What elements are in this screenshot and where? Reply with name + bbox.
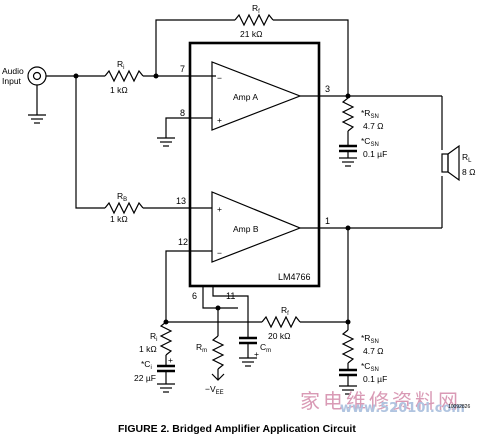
ri2-value: 1 kΩ: [139, 344, 157, 354]
rsn2-value: 4.7 Ω: [363, 346, 384, 356]
pin-12-number: 12: [178, 237, 188, 247]
csn1-ground-symbol: [339, 157, 357, 167]
amp-b-label: Amp B: [233, 224, 259, 234]
rm-resistor: [211, 335, 225, 370]
amp-a-label: Amp A: [233, 92, 258, 102]
amp-a-triangle: [211, 61, 302, 131]
wire-pin8-ground: [165, 117, 212, 138]
output-b-feedback-dot: [345, 319, 351, 325]
watermark-cn: 家电维修资料网: [300, 389, 461, 413]
ci-value: 22 µF: [134, 373, 156, 383]
rsn1-value: 4.7 Ω: [363, 121, 384, 131]
cm-ground-symbol: [239, 357, 257, 367]
rf-bottom-value: 20 kΩ: [268, 331, 290, 341]
audio-input-jack: [27, 66, 47, 124]
pin-1-number: 1: [325, 216, 330, 226]
amp-b-triangle: [211, 191, 302, 263]
rb-value: 1 kΩ: [110, 214, 128, 224]
rf-top-name: Rf: [252, 3, 260, 15]
rf-top-value: 21 kΩ: [240, 29, 262, 39]
pin-7-number: 7: [180, 64, 185, 74]
rf-bottom-name: Rf: [281, 305, 289, 317]
csn2-value: 0.1 µF: [363, 374, 387, 384]
input-label-line2: Input: [2, 76, 22, 86]
doc-number: 10092826: [448, 404, 470, 410]
amp-b-noninv-sign: +: [217, 204, 222, 214]
cm-polarity-plus: +: [254, 349, 259, 359]
csn1-name: *CSN: [361, 136, 379, 148]
chip-name: LM4766: [278, 272, 311, 282]
rl-name: RL: [462, 152, 472, 164]
pin8-ground-symbol: [157, 137, 175, 147]
rsn1-resistor: [341, 97, 355, 132]
csn1-value: 0.1 µF: [363, 149, 387, 159]
ri-name: Ri: [117, 59, 124, 71]
ci-name: *Ci: [141, 359, 152, 371]
lm4766-chip-body: [188, 41, 321, 288]
rb-name: RB: [117, 191, 127, 203]
pin-3-number: 3: [325, 84, 330, 94]
ri2-name: Ri: [150, 331, 157, 343]
pin6-node-dot: [215, 305, 221, 311]
amp-a-noninv-sign: +: [217, 115, 222, 125]
csn2-ground-symbol: [339, 385, 357, 395]
rf-top-resistor: [234, 13, 274, 27]
vee-arrow-icon: [211, 373, 225, 381]
cm-name: Cm: [260, 342, 271, 354]
wire-pin6: [202, 286, 238, 309]
pin-13-number: 13: [176, 196, 186, 206]
speaker-icon: [441, 144, 460, 182]
ci-polarity-plus: +: [168, 355, 173, 365]
amp-b-inv-sign: −: [217, 248, 222, 258]
rb-resistor: [104, 201, 144, 215]
output-a-node-dot: [345, 93, 351, 99]
amp-a-inv-sign: −: [217, 73, 222, 83]
rl-value: 8 Ω: [462, 167, 475, 177]
rsn2-resistor: [341, 329, 355, 364]
ri-value: 1 kΩ: [110, 85, 128, 95]
ri-resistor: [104, 69, 144, 83]
rsn1-name: *RSN: [361, 108, 379, 120]
figure-caption: FIGURE 2. Bridged Amplifier Application …: [118, 423, 356, 435]
csn2-name: *CSN: [361, 361, 379, 373]
wire-input-to-rb: [75, 76, 105, 209]
watermark-en: www.52010l.com: [340, 401, 465, 416]
ci-ground-symbol: [157, 383, 175, 393]
input-label-line1: Audio: [2, 66, 24, 76]
pin-8-number: 8: [180, 108, 185, 118]
wire-pin12: [165, 250, 212, 322]
wire-rf-top-left: [155, 19, 235, 76]
ri2-resistor: [159, 321, 173, 356]
rm-name: Rm: [196, 342, 207, 354]
vee-label: −VEE: [205, 384, 224, 396]
wire-rf-top-right: [273, 19, 349, 98]
pin-6-number: 6: [192, 291, 197, 301]
rf-bottom-resistor: [261, 315, 301, 329]
wire-pin11-cm: [212, 286, 249, 338]
rsn2-name: *RSN: [361, 333, 379, 345]
